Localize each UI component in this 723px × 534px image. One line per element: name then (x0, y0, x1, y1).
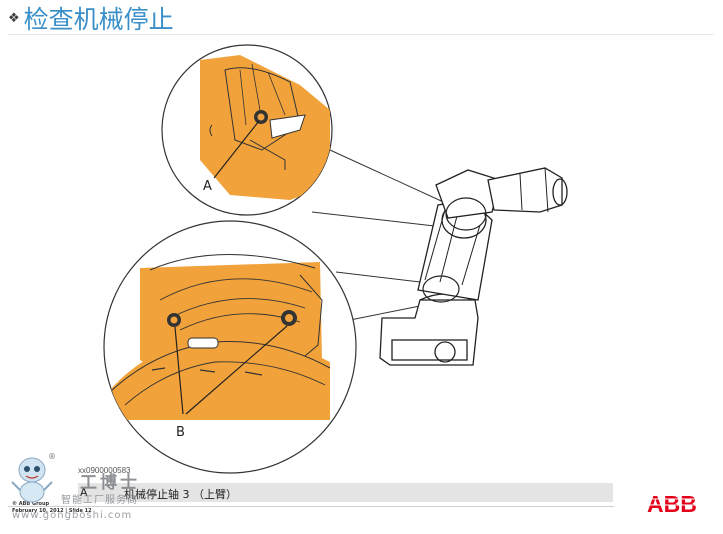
watermark-subtitle: 智能工厂服务商 (61, 495, 138, 506)
watermark-brand: 工博士 (80, 473, 140, 493)
mascot-robot-icon (11, 457, 53, 503)
footer-date: February 10, 2012 | Slide 12 (12, 508, 92, 514)
watermark-registered-mark: ® (48, 452, 56, 461)
legend-description: 机械停止轴 3 （上臂） (124, 488, 237, 501)
legend-key: A (80, 486, 88, 499)
slide-title: ❖ 检查机械停止 (8, 2, 174, 34)
detail-circle-a: A (161, 44, 333, 216)
diamond-bullet-icon: ❖ (8, 10, 20, 26)
slide-title-text: 检查机械停止 (23, 5, 174, 34)
detail-circle-b: B (103, 220, 357, 474)
figure-code: xx0900000583 (78, 466, 131, 475)
label-a: A (203, 179, 212, 194)
footer-divider (8, 506, 614, 507)
title-divider (8, 34, 714, 35)
label-b: B (176, 425, 185, 440)
callout-connector-lines (311, 149, 453, 321)
watermark-url: www.gongboshi.com (12, 510, 133, 521)
robot-arm-drawing (379, 167, 568, 366)
footer-company: © ABB Group (12, 501, 50, 507)
abb-logo: ABB (647, 492, 702, 514)
abb-logo-text: ABB (647, 492, 697, 514)
legend-row (78, 483, 613, 502)
